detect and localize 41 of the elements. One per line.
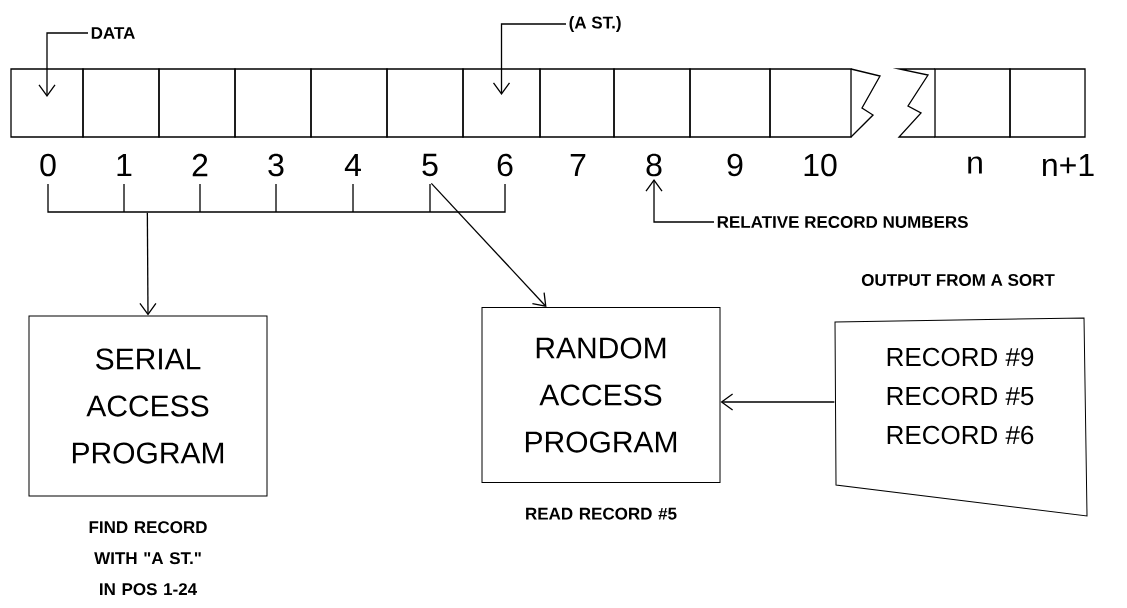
record-cell — [613, 68, 691, 138]
record-number: n — [968, 156, 982, 174]
record-number: 0 — [40, 153, 56, 177]
record-cell — [462, 68, 541, 138]
leader-line — [645, 179, 715, 223]
record-cell — [10, 68, 84, 138]
process-box: SERIAL ACCESS PROGRAM — [28, 315, 268, 497]
caption-text: FIND RECORD WITH "A ST." IN POS 1-24 — [89, 521, 207, 596]
record-number: 9 — [727, 153, 743, 177]
record-cell — [769, 68, 881, 138]
record-cell — [892, 68, 1011, 138]
record-cell — [158, 68, 236, 138]
record-number: n+1 — [1043, 154, 1094, 176]
callout-label: DATA — [91, 27, 135, 39]
record-number: 7 — [570, 154, 586, 176]
record-number: 5 — [422, 153, 438, 177]
record-number: 2 — [192, 153, 208, 177]
arrow — [430, 182, 547, 307]
caption-text: READ RECORD #5 — [526, 507, 677, 520]
record-cell — [82, 68, 160, 138]
callout-label: (A ST.) — [569, 16, 621, 32]
leader-line — [38, 32, 89, 97]
arrow — [720, 393, 835, 411]
record-number: 8 — [646, 153, 662, 177]
heading: OUTPUT FROM A SORT — [861, 274, 1055, 287]
record-cell — [386, 68, 464, 138]
record-cell — [234, 68, 312, 138]
record-number: 6 — [497, 153, 513, 177]
record-cell — [310, 68, 388, 138]
arrow — [139, 212, 157, 316]
record-number: 1 — [117, 154, 132, 176]
record-cell — [689, 68, 771, 138]
bracket — [47, 183, 506, 213]
record-cell — [539, 68, 615, 138]
record-number: 10 — [804, 153, 837, 177]
callout-label: RELATIVE RECORD NUMBERS — [717, 216, 968, 229]
record-number: 3 — [268, 153, 284, 177]
record-cell — [1009, 68, 1086, 138]
process-box: RANDOM ACCESS PROGRAM — [481, 307, 721, 483]
leader-line — [492, 23, 567, 95]
record-number: 4 — [344, 154, 361, 176]
